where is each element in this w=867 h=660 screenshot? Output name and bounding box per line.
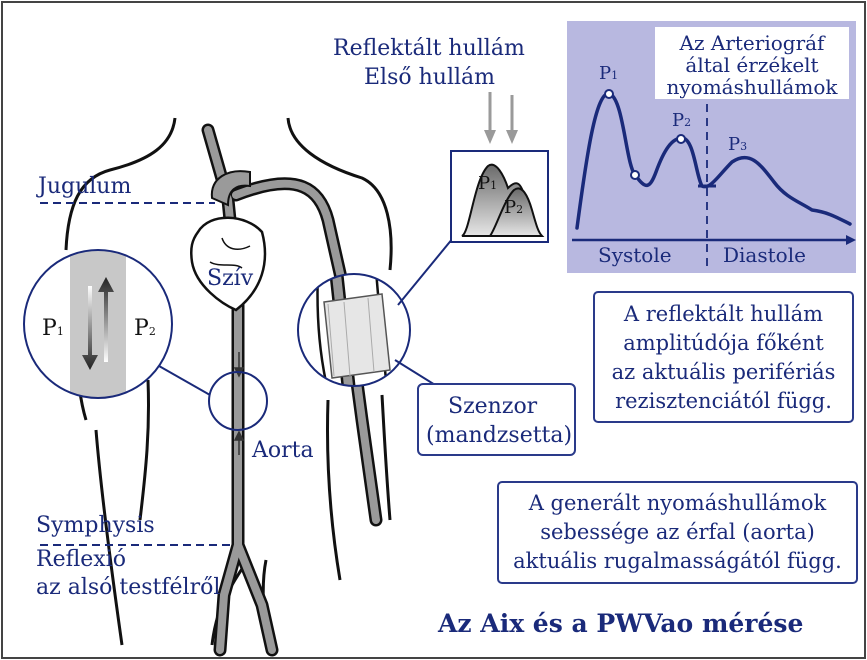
- info-box-wave-velocity: A generált nyomáshullámok sebessége az é…: [497, 481, 858, 584]
- label-szenzor-1: Szenzor: [448, 396, 537, 418]
- p1-dot: [605, 90, 613, 98]
- label-diastole: Diastole: [723, 245, 806, 265]
- wave-panel-title: Az Arteriográf által érzékelt nyomáshull…: [661, 32, 843, 98]
- wave-label-p2: P2: [672, 112, 691, 130]
- mini-label-p2: P2: [504, 199, 523, 217]
- label-elso: Első hullám: [364, 67, 495, 89]
- info-box-1-line-2: amplitúdója főként: [595, 329, 852, 358]
- cuff-to-wave-connector: [398, 238, 453, 305]
- dicrotic-dot: [631, 171, 639, 179]
- wave-label-p3: P3: [728, 136, 747, 154]
- p2-dot: [677, 135, 685, 143]
- info-box-2-line-3: aktuális rugalmasságától függ.: [499, 547, 856, 576]
- wave-panel-title-line-1: Az Arteriográf: [661, 32, 843, 54]
- info-box-1-line-3: az aktuális perifériás: [595, 358, 852, 387]
- zoom-label-p2: P2: [134, 318, 156, 340]
- label-sziv: Szív: [207, 268, 253, 290]
- label-reflexio-1: Reflexió: [36, 549, 126, 571]
- info-box-2-line-2: sebessége az érfal (aorta): [499, 518, 856, 547]
- wave-panel-title-line-2: által érzékelt: [661, 54, 843, 76]
- label-aorta: Aorta: [252, 440, 314, 462]
- mini-label-p1: P1: [478, 175, 497, 193]
- label-systole: Systole: [598, 245, 672, 265]
- label-jugulum: Jugulum: [38, 176, 131, 198]
- label-reflexio-2: az alsó testfélről: [36, 577, 220, 599]
- wave-panel-title-line-3: nyomáshullámok: [661, 76, 843, 98]
- info-box-1-line-1: A reflektált hullám: [595, 300, 852, 329]
- wave-label-p1: P1: [599, 65, 618, 83]
- cuff-zoom: [298, 270, 410, 400]
- info-box-1-line-4: rezisztenciától függ.: [595, 387, 852, 416]
- info-box-2-line-1: A generált nyomáshullámok: [499, 489, 856, 518]
- zoom-label-p1: P1: [42, 318, 64, 340]
- label-szenzor-2: (mandzsetta): [426, 425, 572, 447]
- zoom-connector-left: [152, 362, 210, 395]
- label-reflektalt: Reflektált hullám: [333, 38, 525, 60]
- heart: [191, 218, 265, 310]
- wave-arrows: [484, 92, 518, 144]
- label-symphysis: Symphysis: [36, 515, 155, 537]
- page-title: Az Aix és a PWVao mérése: [438, 609, 803, 638]
- info-box-reflected-wave: A reflektált hullám amplitúdója főként a…: [593, 291, 854, 423]
